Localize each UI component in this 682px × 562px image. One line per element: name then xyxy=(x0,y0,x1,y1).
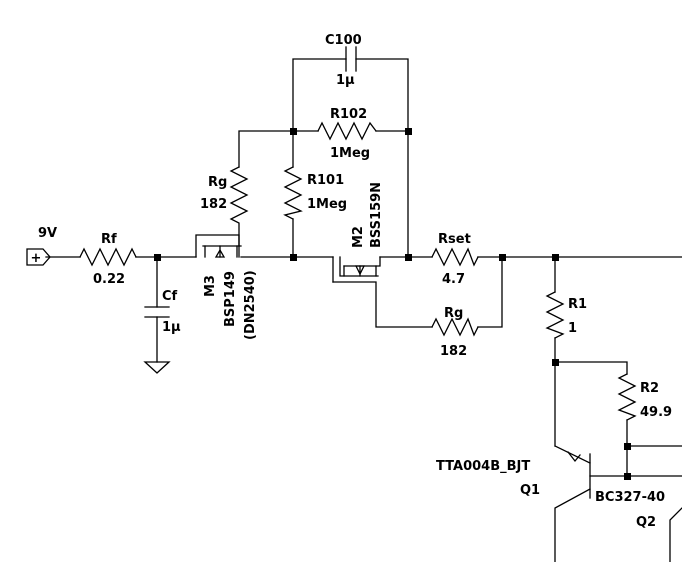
r2-name: R2 xyxy=(640,381,659,396)
c100-name: C100 xyxy=(325,33,362,48)
rf-value: 0.22 xyxy=(93,272,125,287)
resistor-r101: R101 1Meg xyxy=(283,166,347,220)
transistor-q2: BC327-40 Q2 xyxy=(595,490,682,562)
source-symbol: + xyxy=(31,251,42,266)
q1-model: TTA004B_BJT xyxy=(436,459,530,474)
resistor-rg-top: Rg 182 xyxy=(200,166,249,247)
resistor-r102: R102 1Meg xyxy=(317,107,377,161)
m3-name: M3 xyxy=(203,275,218,297)
rg-top-value: 182 xyxy=(200,197,227,212)
r1-value: 1 xyxy=(568,321,577,336)
r102-name: R102 xyxy=(330,107,367,122)
c100-value: 1µ xyxy=(336,73,355,88)
m2-name: M2 xyxy=(351,226,366,248)
rg-top-name: Rg xyxy=(208,175,227,190)
resistor-rset: Rset 4.7 xyxy=(431,232,479,287)
mosfet-m3: M3 BSP149 (DN2540) xyxy=(195,234,258,340)
r101-name: R101 xyxy=(307,173,344,188)
rg-bottom-value: 182 xyxy=(440,344,467,359)
r101-value: 1Meg xyxy=(307,197,347,212)
resistor-r2: R2 49.9 xyxy=(617,373,672,421)
resistor-rf: Rf 0.22 xyxy=(79,232,137,287)
rset-name: Rset xyxy=(438,232,471,247)
resistor-r1: R1 1 xyxy=(545,291,587,339)
ground-symbol xyxy=(143,361,171,374)
capacitor-cf: Cf 1µ xyxy=(143,289,181,374)
capacitor-c100: C100 1µ xyxy=(325,33,362,88)
cf-value: 1µ xyxy=(162,320,181,335)
r2-value: 49.9 xyxy=(640,405,672,420)
source-label: 9V xyxy=(38,226,57,241)
m3-model-alt: (DN2540) xyxy=(243,270,258,340)
rg-bottom-name: Rg xyxy=(444,306,463,321)
source-port-9v: + 9V xyxy=(26,226,57,266)
q2-name: Q2 xyxy=(636,515,656,530)
q2-model: BC327-40 xyxy=(595,490,665,505)
rf-name: Rf xyxy=(101,232,117,247)
cf-name: Cf xyxy=(162,289,178,304)
transistor-q1: TTA004B_BJT Q1 xyxy=(436,445,628,562)
m2-model: BSS159N xyxy=(369,182,384,248)
rset-value: 4.7 xyxy=(442,272,465,287)
m3-model: BSP149 xyxy=(223,271,238,327)
q1-name: Q1 xyxy=(520,483,540,498)
r1-name: R1 xyxy=(568,297,587,312)
mosfet-m2: M2 BSS159N xyxy=(332,182,384,283)
resistor-rg-bottom: Rg 182 xyxy=(431,306,479,359)
r102-value: 1Meg xyxy=(330,146,370,161)
